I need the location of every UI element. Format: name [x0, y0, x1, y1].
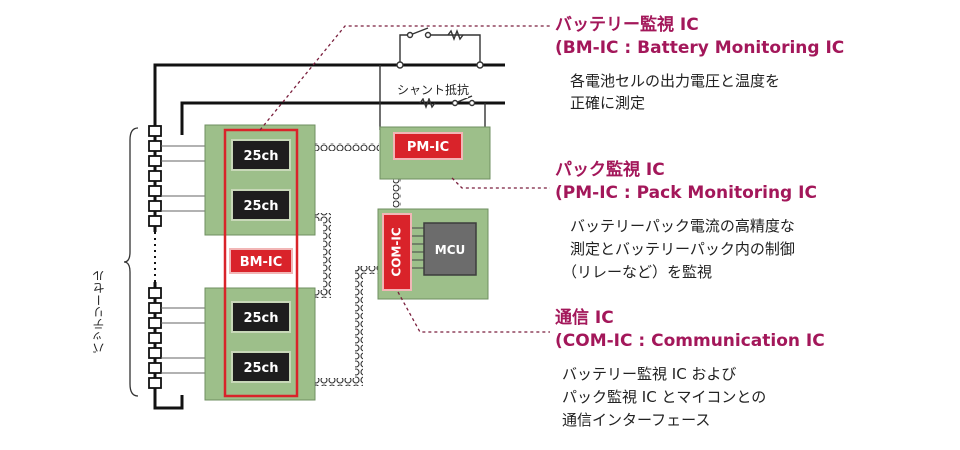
bm-ic-frame — [223, 128, 299, 398]
com-ic-label-box — [382, 213, 412, 291]
pm-ic-title-en: (PM-IC : Pack Monitoring IC — [555, 183, 817, 203]
chip-label-3: 25ch — [243, 311, 278, 326]
mcu-label: MCU — [435, 243, 466, 257]
pm-ic-title-ja: パック監視 IC — [555, 160, 665, 180]
battery-cells-label: バッテリーセル — [92, 270, 106, 354]
shunt-resistor-label: シャント抵抗 — [397, 82, 469, 97]
chip-label-4: 25ch — [243, 361, 278, 376]
com-ic-desc-line-2: パック監視 IC とマイコンとの — [562, 388, 767, 406]
pm-ic-desc-line-1: バッテリーパック電流の高精度な — [570, 217, 795, 235]
mcu-pins — [412, 227, 424, 269]
bm-ic-label: BM-IC — [240, 255, 283, 270]
com-ic-title-ja: 通信 IC — [555, 308, 614, 328]
com-ic-title-en: (COM-IC : Communication IC — [555, 331, 825, 351]
pm-ic-desc-line-2: 測定とバッテリーパック内の制御 — [570, 240, 795, 258]
bm-ic-desc-line-1: 各電池セルの出力電圧と温度を — [570, 72, 781, 90]
pm-ic-desc-line-3: （リレーなど）を監視 — [562, 263, 713, 281]
bm-ic-label-box — [229, 248, 293, 274]
bm-ic-desc-line-2: 正確に測定 — [570, 94, 646, 112]
chip-label-1: 25ch — [243, 149, 278, 164]
battery-cells-brace — [123, 127, 139, 397]
battery-cell-stack — [148, 125, 162, 400]
channel-chips — [231, 139, 291, 383]
com-ic-label: COM-IC — [390, 227, 404, 276]
pm-ic-label: PM-IC — [407, 140, 449, 155]
callout-leaders — [259, 25, 550, 333]
daisy-chain-links — [315, 143, 401, 386]
com-ic-desc-line-3: 通信インターフェース — [562, 411, 711, 429]
bm-ic-title-ja: バッテリー監視 IC — [555, 15, 699, 35]
com-ic-desc-line-1: バッテリー監視 IC および — [562, 365, 737, 383]
shunt-label-bg — [398, 80, 468, 98]
mcu-chip — [423, 222, 477, 276]
pm-ic-label-box — [393, 132, 463, 160]
relay-switch-network — [379, 27, 486, 130]
chip-label-2: 25ch — [243, 199, 278, 214]
bm-ic-title-en: (BM-IC : Battery Monitoring IC — [555, 38, 845, 58]
